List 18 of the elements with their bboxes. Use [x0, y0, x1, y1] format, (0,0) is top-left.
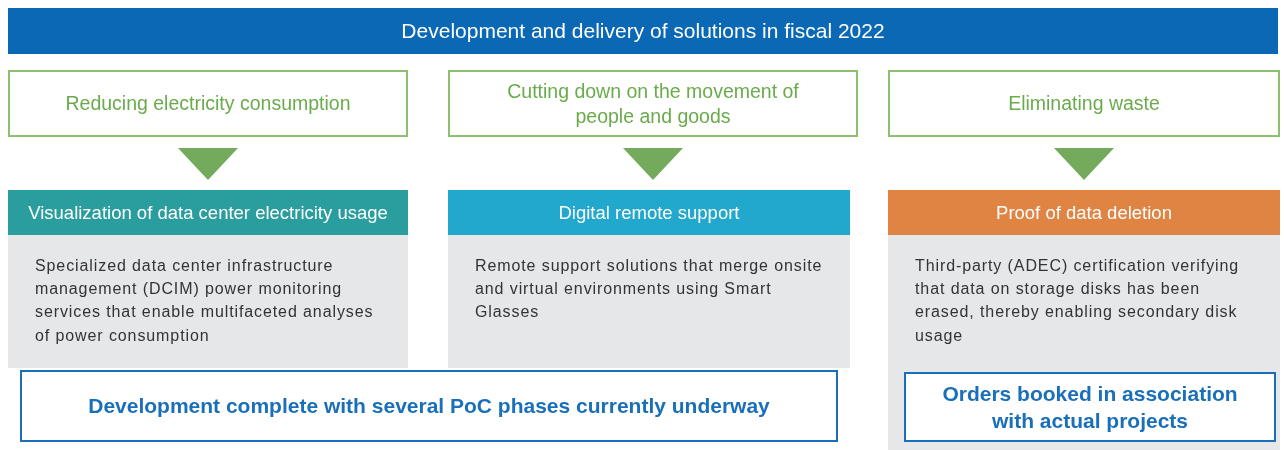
solution-card	[448, 190, 850, 368]
card-heading: Digital remote support	[448, 190, 850, 235]
theme-box: Cutting down on the movement of people and goods	[448, 70, 858, 137]
title-banner: Development and delivery of solutions in fiscal 2022	[8, 8, 1278, 54]
theme-box: Reducing electricity consumption	[8, 70, 408, 137]
solution-card	[8, 190, 408, 368]
status-box: Development complete with several PoC phases currently underway	[20, 370, 838, 442]
down-arrow	[623, 148, 683, 180]
solution-card	[888, 190, 1280, 450]
down-arrow	[178, 148, 238, 180]
card-description: Remote support solutions that merge onsite and virtual environments using Smart Glasses	[475, 256, 824, 323]
down-arrow	[1054, 148, 1114, 180]
theme-box: Eliminating waste	[888, 70, 1280, 137]
card-description: Third-party (ADEC) certification verifying that data on storage disks has been erased, thereby enabling secondary disk usage	[915, 256, 1241, 346]
card-description: Specialized data center infrastructure management (DCIM) power monitoring services that enable multifaceted analyses of power consumption	[35, 256, 375, 346]
status-box: Orders booked in association with actual projects	[904, 372, 1276, 442]
card-heading: Proof of data deletion	[888, 190, 1280, 235]
card-heading: Visualization of data center electricity usage	[8, 190, 408, 235]
